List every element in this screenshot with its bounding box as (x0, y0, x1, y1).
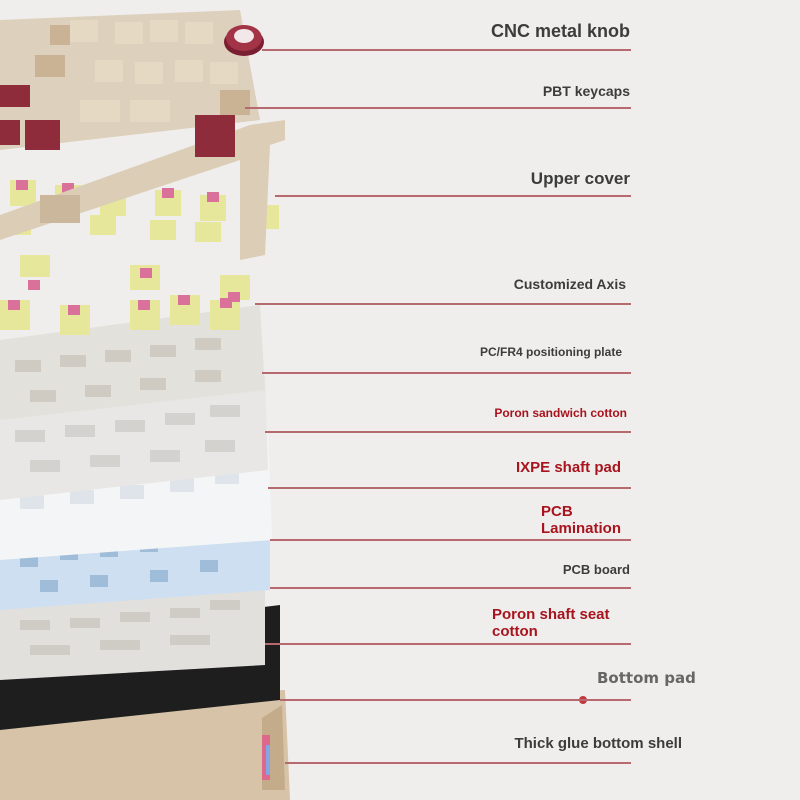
label-customized-axis: Customized Axis (513, 276, 626, 292)
leader-line-pcb-lamination (270, 539, 631, 541)
leader-line-ixpe (268, 487, 631, 489)
leader-line-axis (255, 303, 631, 305)
label-pcb-lamination: PCB Lamination (541, 503, 622, 537)
label-poron-seat-line1: Poron shaft seat (492, 606, 610, 623)
keycaps (0, 10, 260, 157)
label-positioning-plate: PC/FR4 positioning plate (479, 345, 622, 359)
label-poron-seat-line2: cotton (492, 622, 538, 640)
label-pcb-board: PCB board (562, 562, 630, 577)
label-pbt-keycaps: PBT keycaps (542, 83, 630, 99)
leader-line-knob (262, 49, 631, 51)
leader-line-pcb-board (270, 587, 631, 589)
leader-line-poron-sandwich (265, 431, 631, 433)
switches (0, 180, 279, 335)
knob-icon (224, 25, 264, 56)
label-poron-shaft-seat-cotton: Poron shaft seat cotton (492, 606, 610, 640)
label-poron-sandwich-cotton: Poron sandwich cotton (494, 406, 627, 420)
leader-line-plate (262, 372, 631, 374)
label-cnc-metal-knob: CNC metal knob (490, 21, 630, 41)
label-bottom-pad: Bottom pad (597, 669, 696, 687)
label-upper-cover: Upper cover (530, 169, 630, 188)
leader-line-keycaps (245, 107, 631, 109)
label-pcb-lamination-line1: PCB (541, 503, 573, 520)
leader-line-upper-cover (275, 195, 631, 197)
label-pcb-lamination-line2: Lamination (541, 519, 622, 537)
leader-line-poron-seat (265, 643, 631, 645)
leader-line-bottom-pad (280, 699, 631, 701)
leader-line-bottom-shell (285, 762, 631, 764)
label-ixpe-shaft-pad: IXPE shaft pad (515, 459, 621, 476)
label-thick-glue-bottom-shell: Thick glue bottom shell (514, 735, 682, 752)
